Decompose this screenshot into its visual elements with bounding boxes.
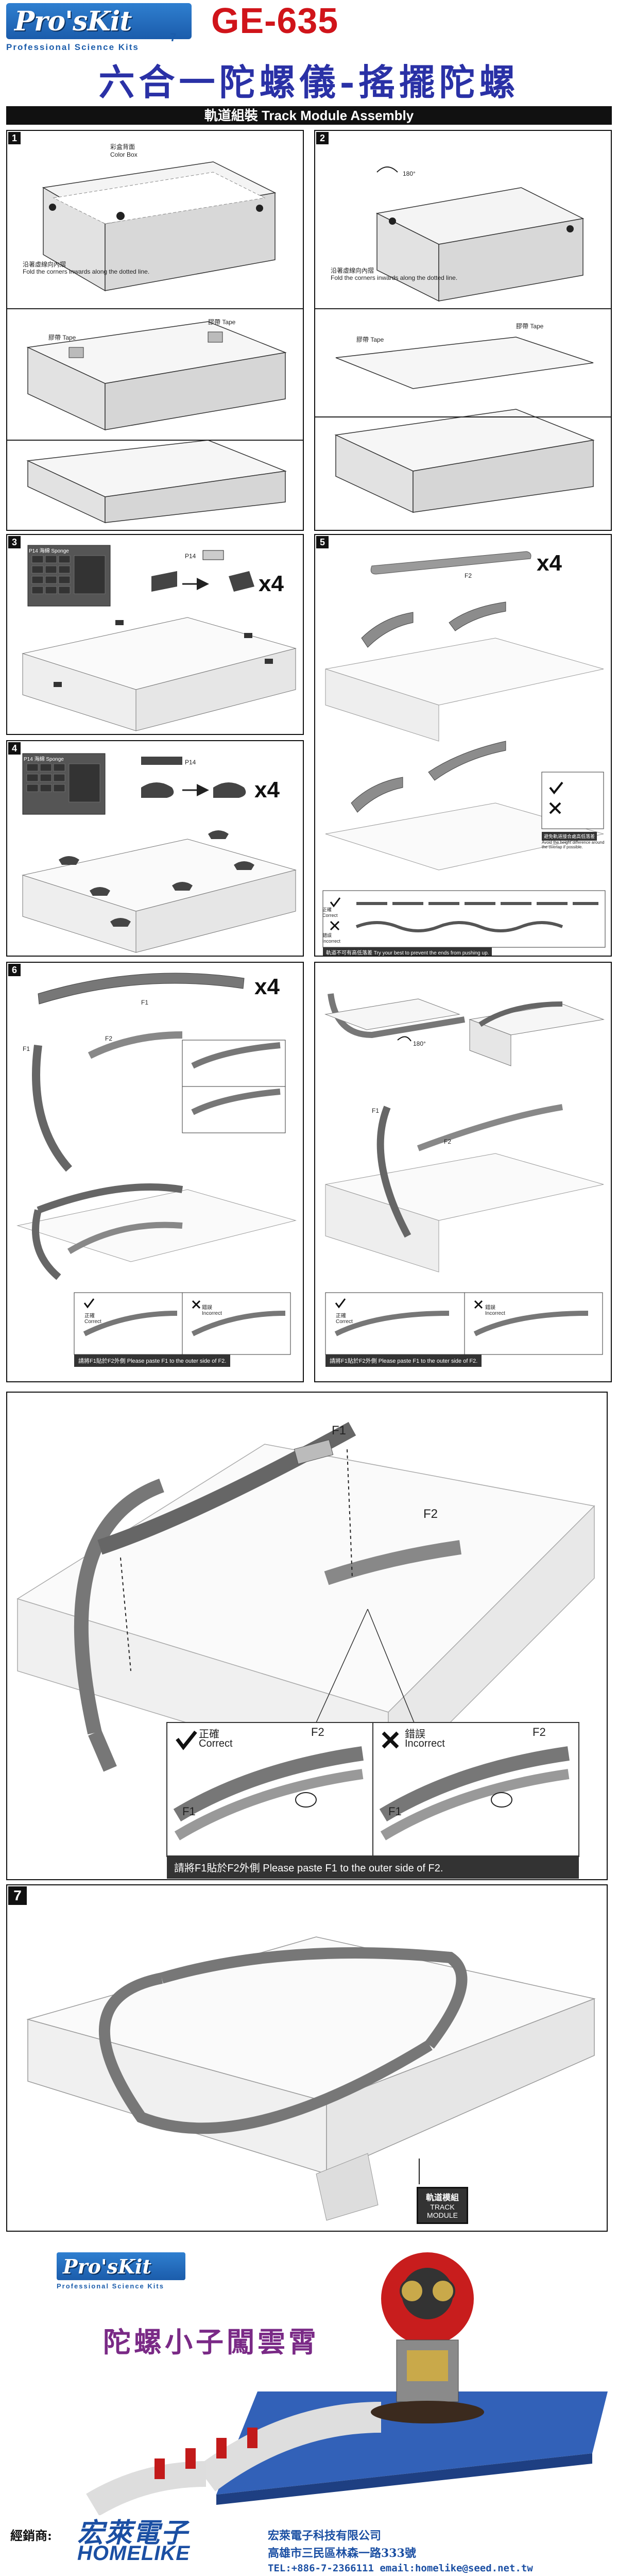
step-number: 4 [8, 742, 21, 755]
part-f1-label: F1 [182, 1805, 196, 1818]
track-note: 軌道不可有高低落差 Try your best to prevent the e… [323, 947, 492, 956]
fold-note-en: Fold the corners inwards along the dotte… [331, 274, 458, 281]
avoid-note-en: Avoid the height difference around the o… [542, 840, 605, 849]
track-detail-illustration [16, 1421, 595, 1857]
part-f2-label: F2 [423, 1507, 438, 1521]
part-f1-label: F1 [388, 1805, 402, 1818]
paste-note: 請將F1貼於F2外側 Please paste F1 to the outer … [74, 1354, 231, 1367]
step-3-panel: 3 P14 海綿 Sponge P14 x4 [6, 534, 304, 735]
part-f1-label: F1 [23, 1045, 30, 1052]
step-5-panel: 5 F2 x4 正確 Correct 錯誤 Incorrect 避免軌道接合處高… [314, 534, 612, 957]
section-bar: 軌道組裝 Track Module Assembly [6, 106, 612, 125]
correct-label: 正確 Correct [322, 907, 338, 918]
quantity-multiplier: x4 [254, 777, 280, 802]
part-label: P14 [185, 553, 196, 560]
step-6b-illustration [324, 993, 605, 1355]
part-f1-label: F1 [372, 1107, 380, 1114]
sponge-label: P14 海綿 Sponge [29, 548, 69, 554]
step-number: 3 [8, 536, 21, 548]
part-label: F2 [465, 572, 472, 579]
footer: Pro'sKit Professional Science Kits 陀螺小子闖… [0, 2237, 618, 2576]
quantity-multiplier: x4 [259, 571, 284, 596]
step-6-illustration [16, 973, 297, 1355]
company-address: 高雄市三民區林森一路333號 [268, 2547, 416, 2560]
correct-cn-label: 正確 [199, 1729, 219, 1740]
part-f1-label: F1 [141, 999, 149, 1006]
step-number: 7 [8, 1886, 27, 1905]
part-f1-label: F1 [332, 1424, 347, 1437]
part-f2-label: F2 [533, 1726, 546, 1738]
slogan: 陀螺小子闖雲霄 [103, 2326, 319, 2358]
fold-note-cn: 沿著虛線向內摺 [23, 261, 66, 268]
incorrect-en-label: Incorrect [405, 1738, 445, 1749]
module-label-en: MODULE [427, 2211, 458, 2219]
incorrect-cn-label: 錯誤 [405, 1729, 425, 1740]
avoid-note-cn: 避免軌道接合處高低落差 [542, 832, 597, 841]
tape-label: 膠帶 Tape [356, 336, 384, 343]
brand-number: 7 [170, 31, 177, 44]
paste-note: 請將F1貼於F2外側 Please paste F1 to the outer … [325, 1354, 482, 1367]
step-5-illustration [322, 551, 606, 948]
track-detail-panel: F1 F2 正確 Correct F2 F1 錯誤 Incorrect F2 F… [6, 1392, 608, 1880]
paste-note: 請將F1貼於F2外側 Please paste F1 to the outer … [167, 1855, 579, 1879]
tape-label: 膠帶 Tape [208, 319, 236, 326]
incorrect-label: 錯誤 Incorrect [485, 1305, 505, 1316]
module-label-cn: 軌道模組 [425, 2194, 459, 2202]
correct-label: 正確 Correct [84, 1313, 101, 1325]
part-f2-label: F2 [105, 1035, 113, 1042]
distributor-label: 經銷商: [10, 2528, 52, 2543]
proskit-logo: Pro'sKit [57, 2252, 185, 2280]
contact-info: TEL:+886-7-2366111 email:homelike@seed.n… [268, 2563, 533, 2574]
step-2-panel: 2 180° 沿著虛線向內摺 Fold the corners inwards … [314, 130, 612, 531]
brand-name: Pro'sKit [63, 2254, 151, 2278]
homelike-name-cn: 宏萊電子 [77, 2517, 189, 2549]
homelike-name-en: HOMELIKE [77, 2542, 191, 2565]
rotate-angle: 180° [403, 170, 416, 177]
track-module-badge: 軌道模組 TRACK MODULE [417, 2187, 468, 2224]
module-label-en: TRACK [430, 2203, 455, 2211]
step-3-illustration [22, 545, 297, 731]
product-illustration [86, 2252, 608, 2515]
brand-name: Pro'sKit [14, 5, 132, 37]
color-box-label: 彩盒背面 Color Box [110, 143, 138, 158]
step-2-illustration [315, 166, 611, 513]
part-label: P14 [185, 759, 196, 766]
tape-label: 膠帶 Tape [516, 323, 544, 330]
proskit-logo: Pro'sKit [6, 3, 192, 39]
incorrect-label: 錯誤 Incorrect [322, 933, 341, 944]
step-7-illustration [26, 1936, 596, 2221]
step-4-illustration [22, 753, 297, 953]
incorrect-label: 錯誤 Incorrect [202, 1305, 222, 1316]
fold-note-en: Fold the corners inwards along the dotte… [23, 268, 150, 275]
step-1-illustration [7, 161, 303, 524]
sponge-label: P14 海綿 Sponge [24, 757, 64, 762]
tape-label: 膠帶 Tape [48, 334, 76, 341]
step-7-panel: 7 軌道模組 TRACK MODULE [6, 1884, 608, 2232]
model-number: GE-635 [211, 1, 339, 41]
quantity-multiplier: x4 [537, 550, 562, 576]
step-number: 6 [8, 964, 21, 976]
step-4-panel: 4 P14 海綿 Sponge P14 x4 [6, 740, 304, 957]
rotate-angle: 180° [413, 1040, 426, 1047]
part-f2-label: F2 [311, 1726, 324, 1738]
brand-tagline: Professional Science Kits [6, 42, 139, 52]
quantity-multiplier: x4 [254, 974, 280, 999]
part-f2-label: F2 [444, 1138, 452, 1145]
correct-en-label: Correct [199, 1738, 233, 1749]
header: Pro'sKit 7 Professional Science Kits GE-… [0, 0, 618, 125]
correct-label: 正確 Correct [336, 1313, 353, 1325]
product-title: 六合一陀螺儀-搖擺陀螺 [98, 61, 520, 104]
step-number: 1 [8, 132, 21, 144]
fold-note-cn: 沿著虛線向內摺 [331, 267, 374, 274]
step-number: 5 [316, 536, 329, 548]
step-number: 2 [316, 132, 329, 144]
brand-tagline: Professional Science Kits [57, 2282, 164, 2290]
step-6b-panel: 180° F1 F2 正確 Correct 錯誤 Incorrect 請將F1貼… [314, 962, 612, 1382]
step-6-panel: 6 F1 x4 F1 F2 正確 Correct 錯誤 Incorrect 請將… [6, 962, 304, 1382]
company-name: 宏萊電子科技有限公司 [268, 2529, 382, 2542]
step-1-panel: 1 彩盒背面 Color Box 沿著虛線向內摺 Fold the corner… [6, 130, 304, 531]
